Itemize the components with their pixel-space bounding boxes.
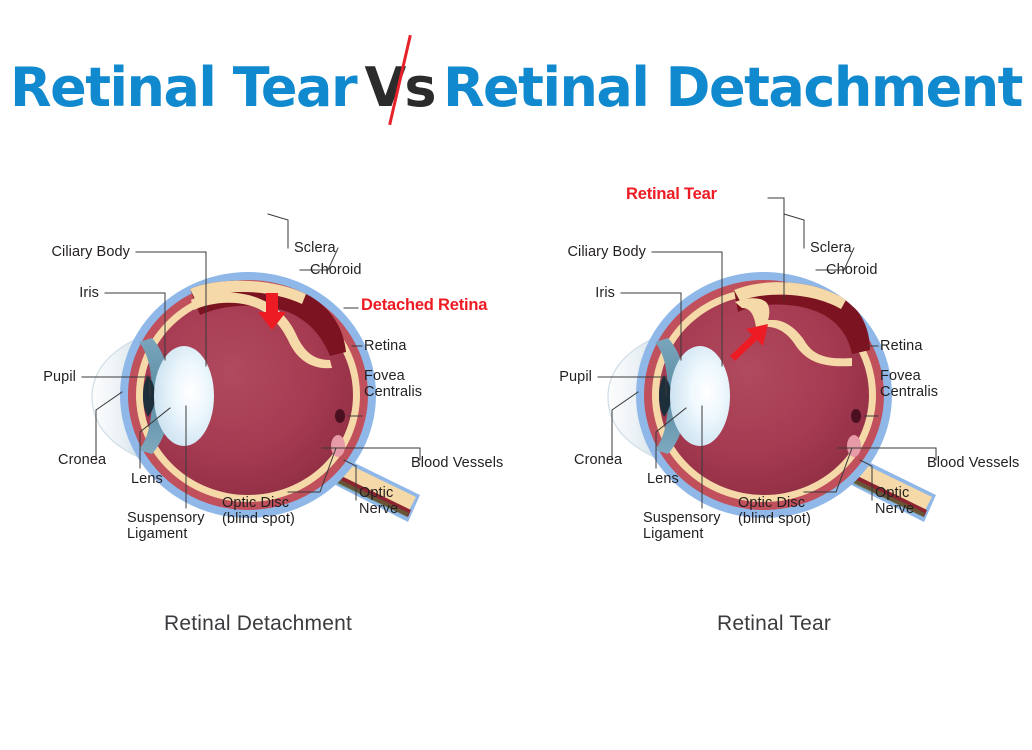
label-sclera-left: Sclera [294, 240, 336, 256]
label-retina-left: Retina [364, 338, 407, 354]
retinal-tear-region-right [730, 282, 870, 367]
label-sclera-right: Sclera [810, 240, 852, 256]
title-left-text: Retinal Tear [10, 56, 358, 119]
optic-disc-left [331, 435, 345, 457]
caption-retinal-detachment: Retinal Detachment [163, 612, 353, 635]
tear-arrow-icon-right [730, 324, 768, 361]
label-lens-right: Lens [647, 471, 679, 487]
optic-disc-right [847, 435, 861, 457]
lens-shape-left [154, 346, 214, 446]
label-iris-right: Iris [595, 285, 615, 301]
eye-diagram-tear [597, 197, 937, 522]
diagram-panel-retinal-detachment: Ciliary Body Iris Pupil Cronea Lens Susp… [0, 170, 516, 590]
label-blood-vessels-left: Blood Vessels [411, 455, 504, 471]
page-title: Retinal Tear Vs Retinal Detachment [0, 34, 1032, 126]
leader-lines-right [597, 197, 937, 509]
label-pupil-right: Pupil [559, 369, 592, 385]
pupil-shape-left [143, 375, 155, 417]
label-lens-left: Lens [131, 471, 163, 487]
caption-retinal-tear: Retinal Tear [716, 612, 832, 635]
fovea-centralis-left [335, 409, 345, 423]
leader-lines-left [81, 213, 421, 509]
label-detached-retina-left: Detached Retina [361, 296, 488, 314]
label-retinal-tear-right: Retinal Tear [626, 185, 717, 203]
label-blood-vessels-right: Blood Vessels [927, 455, 1020, 471]
diagram-panel-retinal-tear: Retinal Tear Ciliary Body Iris Pupil Cro… [516, 170, 1032, 590]
detachment-arrow-icon-left [258, 293, 286, 330]
label-optic-disc-left: Optic Disc(blind spot) [222, 495, 295, 527]
title-right-text: Retinal Detachment [442, 56, 1024, 119]
label-retina-right: Retina [880, 338, 923, 354]
fovea-centralis-right [851, 409, 861, 423]
label-pupil-left: Pupil [43, 369, 76, 385]
label-cronea-left: Cronea [58, 452, 107, 468]
detached-retina-region-left [190, 280, 346, 369]
label-choroid-left: Choroid [310, 262, 362, 278]
vitreous-body-right [659, 295, 869, 495]
label-ciliary-body-right: Ciliary Body [567, 244, 646, 260]
versus-mark: Vs [361, 34, 439, 126]
label-optic-disc-right: Optic Disc(blind spot) [738, 495, 811, 527]
lens-shape-right [670, 346, 730, 446]
pupil-shape-right [659, 375, 671, 417]
label-choroid-right: Choroid [826, 262, 878, 278]
versus-s: s [404, 56, 436, 119]
eye-diagram-detachment [81, 213, 421, 522]
label-ciliary-body-left: Ciliary Body [51, 244, 130, 260]
label-iris-left: Iris [79, 285, 99, 301]
label-cronea-right: Cronea [574, 452, 623, 468]
